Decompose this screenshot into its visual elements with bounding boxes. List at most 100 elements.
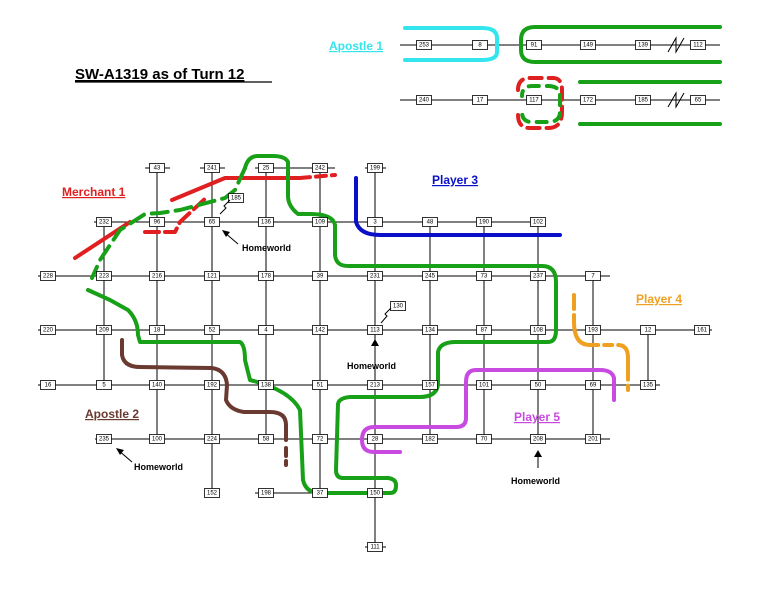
system-node-4[interactable]: 4 xyxy=(258,325,274,335)
system-node-192[interactable]: 192 xyxy=(204,380,220,390)
system-node-198[interactable]: 198 xyxy=(258,488,274,498)
system-node-113[interactable]: 113 xyxy=(367,325,383,335)
system-node-135[interactable]: 135 xyxy=(640,380,656,390)
system-node-69[interactable]: 69 xyxy=(585,380,601,390)
node-label: 209 xyxy=(99,328,110,334)
system-node-91[interactable]: 91 xyxy=(526,40,542,50)
node-box xyxy=(530,271,546,281)
system-node-73[interactable]: 73 xyxy=(476,271,492,281)
system-node-231[interactable]: 231 xyxy=(367,271,383,281)
system-node-201[interactable]: 201 xyxy=(585,434,601,444)
system-node-8[interactable]: 8 xyxy=(472,40,488,50)
system-node-182[interactable]: 182 xyxy=(422,434,438,444)
node-label: 43 xyxy=(154,166,161,172)
system-node-220[interactable]: 220 xyxy=(40,325,56,335)
system-node-52[interactable]: 52 xyxy=(204,325,220,335)
system-node-139[interactable]: 139 xyxy=(635,40,651,50)
node-box xyxy=(690,95,706,105)
system-node-108[interactable]: 108 xyxy=(530,325,546,335)
node-label: 245 xyxy=(425,274,436,280)
system-node-178[interactable]: 178 xyxy=(258,271,274,281)
system-node-190[interactable]: 190 xyxy=(476,217,492,227)
system-node-50[interactable]: 50 xyxy=(530,380,546,390)
player5-route xyxy=(360,368,616,454)
system-node-18[interactable]: 18 xyxy=(149,325,165,335)
node-box xyxy=(96,434,112,444)
system-node-223[interactable]: 223 xyxy=(96,271,112,281)
system-node-237[interactable]: 237 xyxy=(530,271,546,281)
system-node-235[interactable]: 235 xyxy=(96,434,112,444)
system-node-209[interactable]: 209 xyxy=(96,325,112,335)
homeworld-label-3: Homeworld xyxy=(134,462,183,472)
node-label: 157 xyxy=(425,383,436,389)
node-box xyxy=(149,380,165,390)
system-node-112[interactable]: 112 xyxy=(690,40,706,50)
system-node-121[interactable]: 121 xyxy=(204,271,220,281)
system-node-213[interactable]: 213 xyxy=(367,380,383,390)
node-box xyxy=(530,217,546,227)
system-node-87[interactable]: 87 xyxy=(476,325,492,335)
system-node-16[interactable]: 16 xyxy=(40,380,56,390)
system-node-58[interactable]: 58 xyxy=(258,434,274,444)
system-node-65[interactable]: 65 xyxy=(690,95,706,105)
system-node-140[interactable]: 140 xyxy=(149,380,165,390)
system-node-12[interactable]: 12 xyxy=(640,325,656,335)
apostle1-label: Apostle 1 xyxy=(329,39,383,53)
system-node-199[interactable]: 199 xyxy=(367,163,383,173)
system-node-232[interactable]: 232 xyxy=(96,217,112,227)
node-box xyxy=(390,301,406,311)
system-node-253[interactable]: 253 xyxy=(416,40,432,50)
system-node-161[interactable]: 161 xyxy=(694,325,710,335)
system-node-72[interactable]: 72 xyxy=(312,434,328,444)
system-node-117[interactable]: 117 xyxy=(526,95,542,105)
system-node-17[interactable]: 17 xyxy=(472,95,488,105)
system-node-136[interactable]: 136 xyxy=(258,217,274,227)
system-node-157[interactable]: 157 xyxy=(422,380,438,390)
system-node-101[interactable]: 101 xyxy=(476,380,492,390)
node-box xyxy=(635,40,651,50)
system-node-96[interactable]: 96 xyxy=(149,217,165,227)
system-node-216[interactable]: 216 xyxy=(149,271,165,281)
system-node-208[interactable]: 208 xyxy=(530,434,546,444)
system-node-138[interactable]: 138 xyxy=(258,380,274,390)
system-node-149[interactable]: 149 xyxy=(580,40,596,50)
system-node-241[interactable]: 241 xyxy=(204,163,220,173)
inset-diagram: Apostle 1 xyxy=(329,25,722,130)
system-node-242[interactable]: 242 xyxy=(312,163,328,173)
system-node-28[interactable]: 28 xyxy=(367,434,383,444)
node-box xyxy=(580,95,596,105)
system-node-37[interactable]: 37 xyxy=(312,488,328,498)
node-box xyxy=(204,217,220,227)
system-node-51[interactable]: 51 xyxy=(312,380,328,390)
system-node-185[interactable]: 185 xyxy=(635,95,651,105)
system-node-172[interactable]: 172 xyxy=(580,95,596,105)
system-node-224[interactable]: 224 xyxy=(204,434,220,444)
system-node-39[interactable]: 39 xyxy=(312,271,328,281)
node-label: 5 xyxy=(102,383,106,389)
system-node-100[interactable]: 100 xyxy=(149,434,165,444)
system-node-7[interactable]: 7 xyxy=(585,271,601,281)
system-node-70[interactable]: 70 xyxy=(476,434,492,444)
system-node-152[interactable]: 152 xyxy=(204,488,220,498)
system-node-245[interactable]: 245 xyxy=(422,271,438,281)
system-node-25[interactable]: 25 xyxy=(258,163,274,173)
system-node-228[interactable]: 228 xyxy=(40,271,56,281)
system-node-5[interactable]: 5 xyxy=(96,380,112,390)
system-node-142[interactable]: 142 xyxy=(312,325,328,335)
node-label: 193 xyxy=(588,328,599,334)
system-node-134[interactable]: 134 xyxy=(422,325,438,335)
apostle2-label: Apostle 2 xyxy=(85,407,139,421)
system-node-193[interactable]: 193 xyxy=(585,325,601,335)
system-node-109[interactable]: 109 xyxy=(312,217,328,227)
system-node-48[interactable]: 48 xyxy=(422,217,438,227)
system-node-240[interactable]: 240 xyxy=(416,95,432,105)
system-node-3[interactable]: 3 xyxy=(367,217,383,227)
system-node-150[interactable]: 150 xyxy=(367,488,383,498)
system-node-130[interactable]: 130 xyxy=(390,301,406,311)
system-node-102[interactable]: 102 xyxy=(530,217,546,227)
node-label: 39 xyxy=(317,274,324,280)
system-node-43[interactable]: 43 xyxy=(149,163,165,173)
system-node-65[interactable]: 65 xyxy=(204,217,220,227)
system-node-111[interactable]: 111 xyxy=(367,542,383,552)
system-node-185[interactable]: 185 xyxy=(228,193,244,203)
